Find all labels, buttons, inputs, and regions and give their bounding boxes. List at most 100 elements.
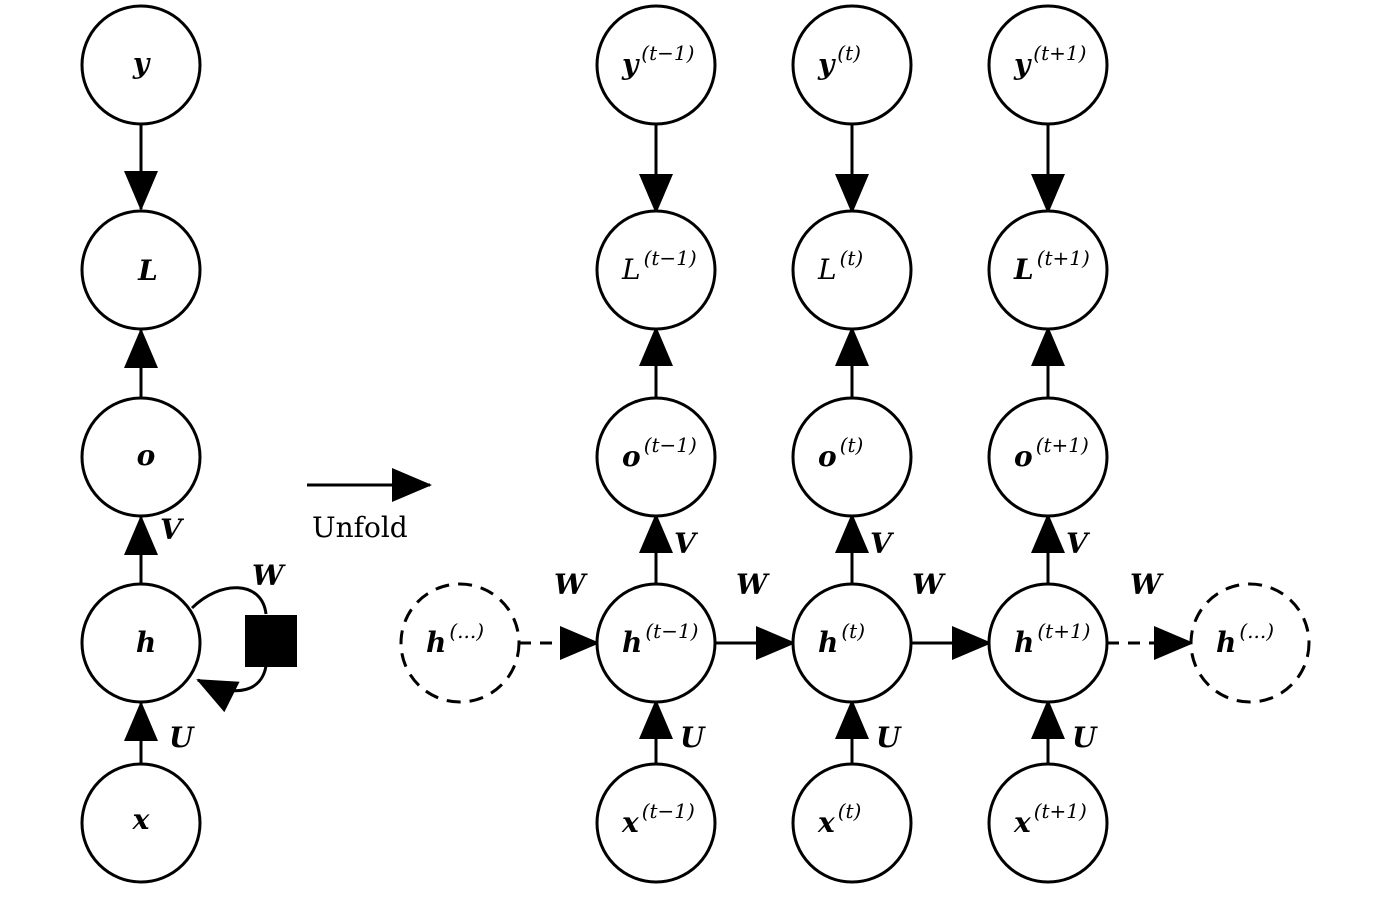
folded-node-x: x: [80, 762, 202, 884]
node-y-col2: y(t+1): [987, 4, 1109, 126]
node-superscript: (t−1): [644, 246, 697, 270]
node-superscript: (t−1): [645, 619, 698, 643]
node-superscript: (t−1): [644, 433, 697, 457]
weight-U-col2: U: [1072, 721, 1098, 754]
svg-text:y(t−1): y(t−1): [621, 41, 694, 81]
node-symbol: o: [137, 439, 156, 472]
node-superscript: (t): [840, 246, 864, 270]
node-h-col0: h(t−1): [595, 582, 717, 704]
svg-text:o(t−1): o(t−1): [622, 433, 697, 473]
node-h-ellipsis-left: h(...): [399, 582, 521, 704]
svg-text:o: o: [137, 439, 156, 472]
svg-text:h(...): h(...): [426, 619, 484, 659]
node-y-col1: y(t): [791, 4, 913, 126]
node-superscript: (t+1): [1037, 246, 1090, 270]
node-superscript: (t−1): [641, 41, 694, 65]
folded-graph: y L o h x V U: [80, 4, 297, 884]
node-symbol: x: [621, 806, 639, 839]
svg-text:x(t+1): x(t+1): [1013, 799, 1087, 839]
node-o-col0: o(t−1): [595, 396, 717, 518]
weight-W-3: W: [1130, 568, 1164, 601]
node-symbol: h: [426, 626, 446, 659]
folded-weight-U: U: [169, 721, 195, 754]
svg-text:o(t+1): o(t+1): [1014, 433, 1089, 473]
node-symbol: h: [818, 626, 838, 659]
weight-W-2: W: [912, 568, 946, 601]
node-symbol: L: [137, 254, 158, 287]
node-h-ellipsis-right: h(...): [1189, 582, 1311, 704]
svg-text:L(t−1): L(t−1): [621, 246, 697, 286]
svg-text:L(t): L(t): [817, 246, 863, 286]
weight-W-0: W: [554, 568, 588, 601]
node-symbol: y: [621, 48, 640, 81]
node-h-col2: h(t+1): [987, 582, 1109, 704]
folded-node-L: L: [80, 209, 202, 331]
svg-text:L: L: [137, 254, 158, 287]
recurrent-loop: [192, 586, 268, 691]
node-L-col0: L(t−1): [595, 209, 717, 331]
svg-text:h: h: [136, 626, 156, 659]
node-symbol: h: [622, 626, 642, 659]
node-x-col0: x(t−1): [595, 762, 717, 884]
node-symbol: h: [1014, 626, 1034, 659]
node-symbol: L: [817, 253, 837, 286]
node-symbol: x: [817, 806, 835, 839]
node-symbol: o: [622, 440, 641, 473]
svg-text:L(t+1): L(t+1): [1013, 246, 1090, 286]
weight-V-col1: V: [870, 527, 895, 560]
node-superscript: (t+1): [1034, 799, 1087, 823]
node-o-col1: o(t): [791, 396, 913, 518]
svg-text:y: y: [132, 47, 151, 80]
node-symbol: o: [818, 440, 837, 473]
svg-text:h(t−1): h(t−1): [622, 619, 698, 659]
node-superscript: (t): [837, 41, 861, 65]
folded-weight-V: V: [160, 513, 185, 546]
node-o-col2: o(t+1): [987, 396, 1109, 518]
node-superscript: (t): [838, 799, 862, 823]
node-superscript: (t): [841, 619, 865, 643]
node-symbol: L: [1013, 253, 1034, 286]
node-superscript: (t−1): [642, 799, 695, 823]
node-superscript: (t+1): [1036, 433, 1089, 457]
weight-W-1: W: [736, 568, 770, 601]
weight-U-col1: U: [876, 721, 902, 754]
node-y-col0: y(t−1): [595, 4, 717, 126]
node-symbol: y: [817, 48, 836, 81]
node-symbol: h: [1216, 626, 1236, 659]
node-superscript: (t): [840, 433, 864, 457]
svg-text:h(t+1): h(t+1): [1014, 619, 1090, 659]
unfolded-graph: y(t−1)L(t−1)o(t−1)h(t−1)x(t−1)y(t)L(t)o(…: [399, 4, 1311, 884]
node-h-col1: h(t): [791, 582, 913, 704]
svg-text:x(t−1): x(t−1): [621, 799, 695, 839]
node-symbol: x: [132, 803, 150, 836]
folded-node-h: h: [80, 582, 202, 704]
folded-node-o: o: [80, 396, 202, 518]
weight-U-col0: U: [680, 721, 706, 754]
svg-text:x(t): x(t): [817, 799, 861, 839]
node-superscript: (...): [1239, 619, 1274, 643]
node-symbol: h: [136, 626, 156, 659]
svg-text:y(t): y(t): [817, 41, 861, 81]
node-superscript: (...): [449, 619, 484, 643]
node-superscript: (t+1): [1037, 619, 1090, 643]
node-symbol: y: [1013, 48, 1032, 81]
node-L-col1: L(t): [791, 209, 913, 331]
svg-text:h(...): h(...): [1216, 619, 1274, 659]
node-symbol: o: [1014, 440, 1033, 473]
unfold-arrow: Unfold: [307, 468, 432, 544]
weight-V-col2: V: [1066, 527, 1091, 560]
node-superscript: (t+1): [1033, 41, 1086, 65]
weight-V-col0: V: [674, 527, 699, 560]
svg-text:y(t+1): y(t+1): [1013, 41, 1086, 81]
unfold-label: Unfold: [312, 511, 408, 544]
node-symbol: y: [132, 47, 151, 80]
node-symbol: L: [621, 253, 641, 286]
svg-text:o(t): o(t): [818, 433, 863, 473]
folded-node-y: y: [80, 4, 202, 126]
delay-square-icon: [245, 615, 297, 667]
node-x-col2: x(t+1): [987, 762, 1109, 884]
svg-text:h(t): h(t): [818, 619, 865, 659]
svg-text:x: x: [132, 803, 150, 836]
node-symbol: x: [1013, 806, 1031, 839]
